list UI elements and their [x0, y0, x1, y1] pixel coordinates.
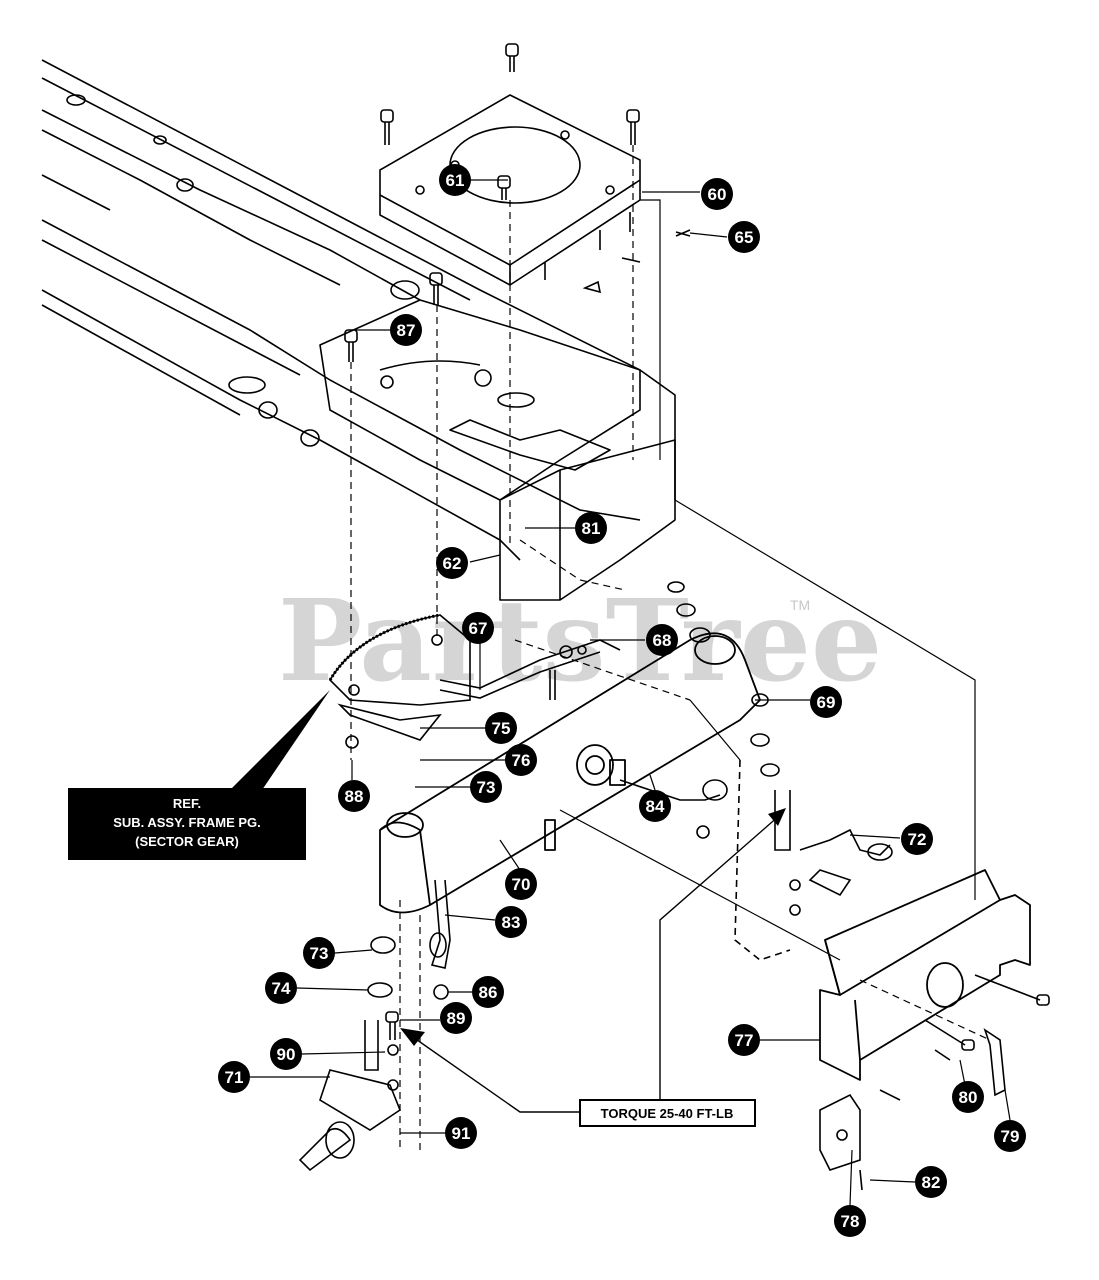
callout-60: 60 — [701, 178, 733, 210]
callout-62: 62 — [436, 547, 468, 579]
drag-link — [439, 639, 621, 700]
ref-line2: SUB. ASSY. FRAME PG. — [113, 815, 261, 830]
svg-text:74: 74 — [272, 979, 291, 998]
svg-text:70: 70 — [512, 875, 531, 894]
callout-77: 77 — [728, 1024, 760, 1056]
small-bracket — [819, 1093, 863, 1191]
svg-text:78: 78 — [841, 1212, 860, 1231]
svg-text:68: 68 — [653, 631, 672, 650]
assembly-lines — [350, 145, 991, 1150]
callout-91: 91 — [445, 1117, 477, 1149]
callout-71: 71 — [218, 1061, 250, 1093]
frame-assembly — [41, 59, 676, 601]
callout-90: 90 — [270, 1038, 302, 1070]
callout-76: 76 — [505, 744, 537, 776]
ref-line1: REF. — [173, 796, 201, 811]
callout-75: 75 — [485, 712, 517, 744]
drag-link-end — [429, 879, 451, 1000]
callout-73-lower: 73 — [303, 937, 335, 969]
callout-89: 89 — [440, 1002, 472, 1034]
svg-text:67: 67 — [469, 619, 488, 638]
svg-text:82: 82 — [922, 1173, 941, 1192]
callout-73-upper: 73 — [470, 771, 502, 803]
svg-text:83: 83 — [502, 913, 521, 932]
bolts-top — [344, 43, 691, 362]
svg-text:72: 72 — [908, 830, 927, 849]
svg-text:89: 89 — [447, 1009, 466, 1028]
bolts-right — [879, 974, 1050, 1101]
svg-text:91: 91 — [452, 1124, 471, 1143]
svg-text:86: 86 — [479, 983, 498, 1002]
callout-70: 70 — [505, 868, 537, 900]
svg-text:81: 81 — [582, 519, 601, 538]
svg-text:62: 62 — [443, 554, 462, 573]
watermark: PartsTree TM — [278, 576, 882, 707]
callout-74: 74 — [265, 972, 297, 1004]
steering-plate — [379, 94, 641, 286]
svg-text:73: 73 — [310, 944, 329, 963]
svg-text:65: 65 — [735, 228, 754, 247]
svg-text:77: 77 — [735, 1031, 754, 1050]
svg-text:76: 76 — [512, 751, 531, 770]
callout-69: 69 — [810, 686, 842, 718]
watermark-text: PartsTree — [278, 576, 882, 707]
torque-text: TORQUE 25-40 FT-LB — [601, 1106, 734, 1121]
svg-text:88: 88 — [345, 787, 364, 806]
ref-pointer — [230, 690, 330, 790]
svg-text:60: 60 — [708, 185, 727, 204]
ref-line3: (SECTOR GEAR) — [135, 834, 239, 849]
svg-text:80: 80 — [959, 1088, 978, 1107]
ref-note: REF. SUB. ASSY. FRAME PG. (SECTOR GEAR) — [68, 690, 330, 860]
callout-80: 80 — [952, 1081, 984, 1113]
callout-87: 87 — [390, 314, 422, 346]
torque-note: TORQUE 25-40 FT-LB — [400, 808, 786, 1127]
callout-84: 84 — [639, 790, 671, 822]
callout-68: 68 — [646, 624, 678, 656]
svg-text:87: 87 — [397, 321, 416, 340]
svg-text:90: 90 — [277, 1045, 296, 1064]
support-bracket — [819, 869, 1031, 1081]
ref-box — [68, 788, 306, 860]
callout-65: 65 — [728, 221, 760, 253]
callout-83: 83 — [495, 906, 527, 938]
callout-72: 72 — [901, 823, 933, 855]
svg-text:73: 73 — [477, 778, 496, 797]
callout-61: 61 — [439, 164, 471, 196]
callout-78: 78 — [834, 1205, 866, 1237]
callout-88: 88 — [338, 780, 370, 812]
callout-leaders — [250, 179, 1011, 1206]
watermark-trademark: TM — [790, 597, 810, 613]
svg-text:71: 71 — [225, 1068, 244, 1087]
callout-67: 67 — [462, 612, 494, 644]
callout-79: 79 — [994, 1120, 1026, 1152]
callout-86: 86 — [472, 976, 504, 1008]
spindle-right — [750, 733, 893, 916]
callouts: 60 61 65 87 81 62 67 68 69 75 76 73 88 8… — [218, 164, 1026, 1237]
svg-text:69: 69 — [817, 693, 836, 712]
callout-82: 82 — [915, 1166, 947, 1198]
svg-text:75: 75 — [492, 719, 511, 738]
svg-text:84: 84 — [646, 797, 665, 816]
svg-text:61: 61 — [446, 171, 465, 190]
spindle-left — [298, 936, 401, 1172]
callout-81: 81 — [575, 512, 607, 544]
tie-rod — [619, 759, 791, 961]
torque-box — [579, 1099, 756, 1127]
svg-text:79: 79 — [1001, 1127, 1020, 1146]
